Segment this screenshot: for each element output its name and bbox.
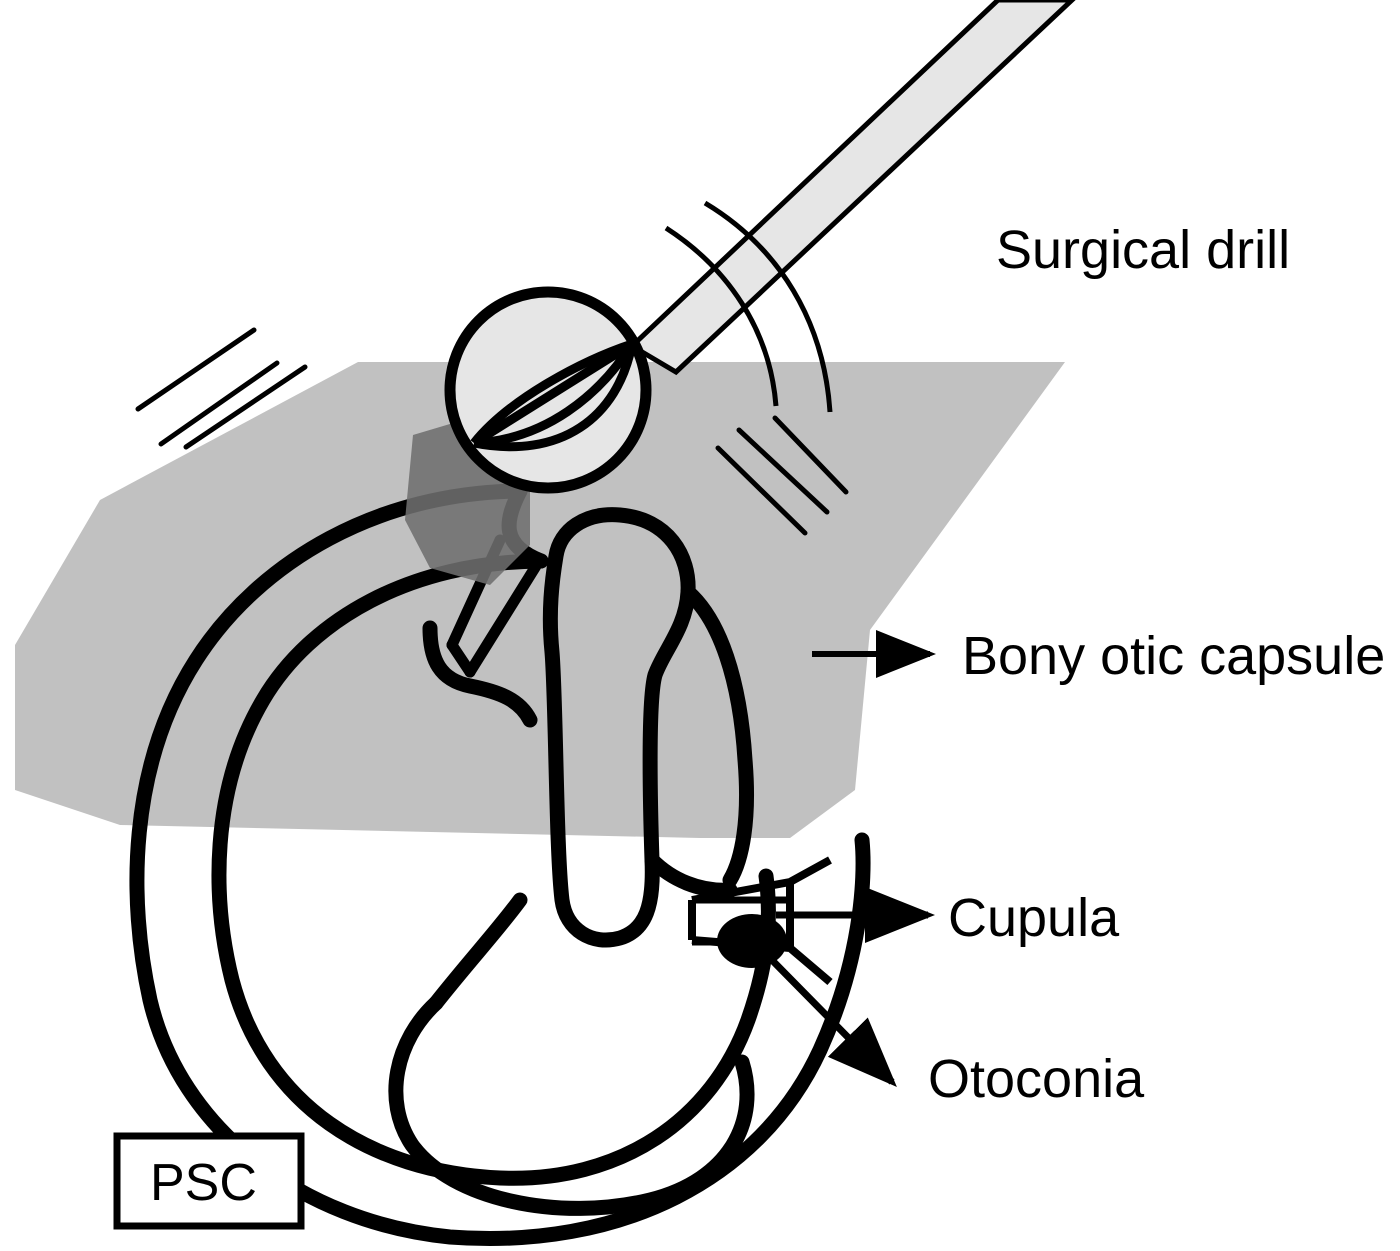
otoconia-leader bbox=[761, 949, 897, 1087]
drill-vibration-arcs bbox=[664, 200, 833, 413]
label-bony-otic-capsule: Bony otic capsule bbox=[962, 626, 1385, 686]
label-psc: PSC bbox=[150, 1154, 257, 1212]
drill-shaft bbox=[627, 0, 1076, 376]
motion-lines-left bbox=[135, 327, 308, 450]
motion-lines-right bbox=[715, 415, 849, 536]
label-otoconia: Otoconia bbox=[928, 1049, 1145, 1109]
label-cupula: Cupula bbox=[948, 888, 1120, 948]
drill-burr-head bbox=[444, 286, 652, 494]
label-surgical-drill: Surgical drill bbox=[996, 220, 1290, 280]
bony-otic-capsule-shape bbox=[15, 362, 1065, 838]
psc-legend-box bbox=[113, 1132, 305, 1230]
